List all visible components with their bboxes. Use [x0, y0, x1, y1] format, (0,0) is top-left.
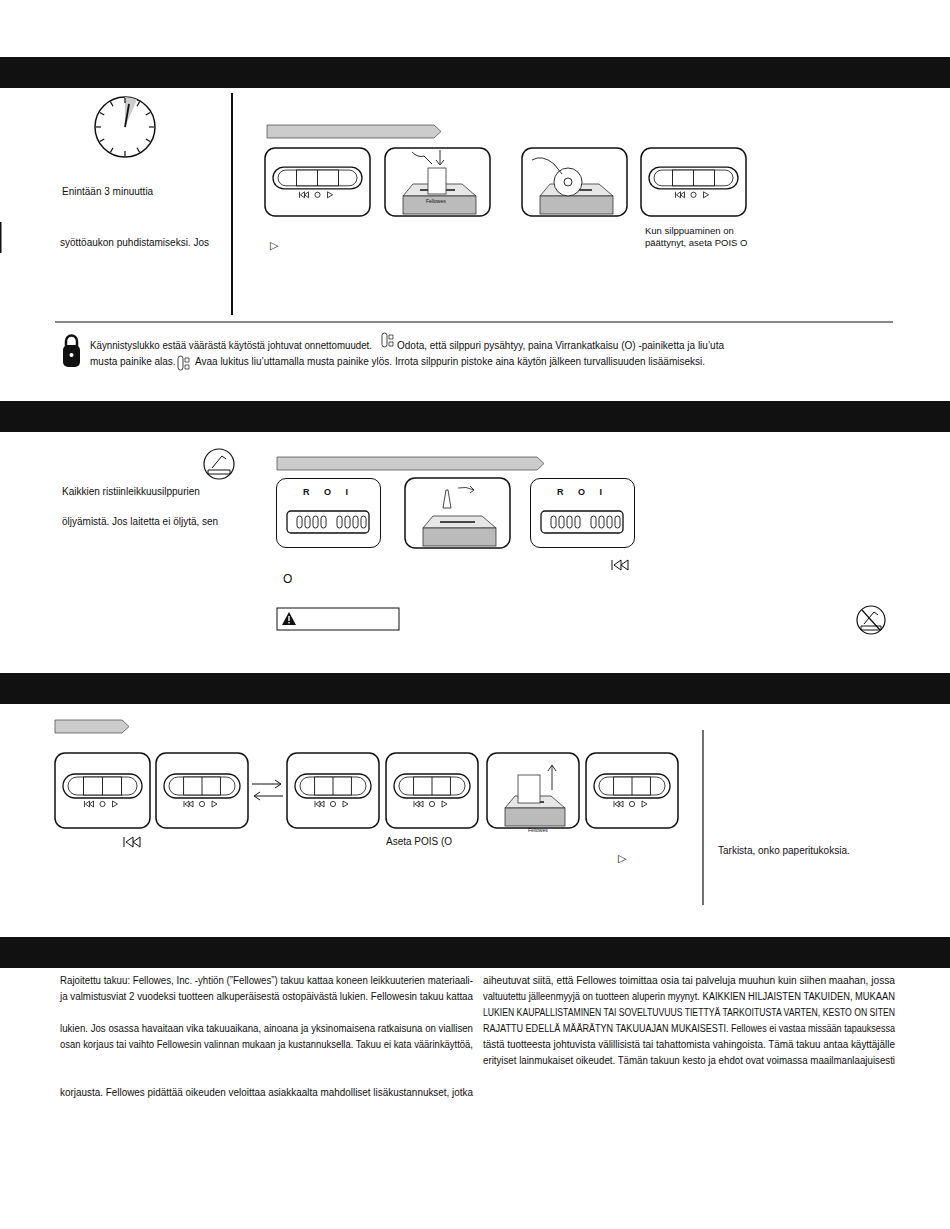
note-text: Kaikkien ristiinleikkuusilppurien	[62, 486, 200, 498]
note-text: Aseta POIS (O	[386, 836, 452, 848]
warranty-line: lukien. Jos osassa havaitaan vika takuua…	[60, 1023, 473, 1035]
warranty-line: RAJATTU EDELLÄ MÄÄRÄTYN TAKUUAJAN MUKAIS…	[483, 1023, 895, 1035]
warranty-line: tästä tuotteesta johtuvista välillisistä…	[483, 1039, 895, 1051]
note-text: ▷	[618, 852, 626, 864]
note-text: Odota, että silppuri pysähtyy, paina Vir…	[397, 340, 724, 352]
note-text: öljyämistä. Jos laitetta ei öljytä, sen	[62, 516, 218, 528]
warranty-line: erityiset lainmukaiset oikeudet. Tämän t…	[483, 1055, 895, 1067]
note-text: Avaa lukitus liu’uttamalla musta painike…	[195, 356, 705, 368]
note-text: O	[283, 573, 292, 585]
warranty-line: osan korjaus tai vaihto Fellowesin valin…	[60, 1039, 473, 1051]
switch-panel: R O I	[276, 478, 381, 548]
note-text: ▷	[270, 239, 278, 251]
warranty-line: valtuutettu jälleenmyyjä on tuotteen alu…	[483, 991, 895, 1003]
note-text: Fellowes	[528, 824, 548, 836]
warranty-line: ja valmistusviat 2 vuodeksi tuotteen alk…	[60, 991, 473, 1003]
note-text: Enintään 3 minuuttia	[62, 186, 153, 198]
note-text: Kun silppuaminen on päättynyt, aseta POI…	[645, 225, 757, 249]
warranty-line: LUKIEN KAUPALLISTAMINEN TAI SOVELTUVUUS …	[483, 1007, 895, 1019]
warranty-line: aiheutuvat siitä, että Fellowes toimitta…	[483, 975, 895, 987]
note-text: Fellowes	[426, 195, 446, 207]
note-text: Käynnistyslukko estää väärästä käytöstä …	[90, 340, 372, 352]
switch-label: R O I	[277, 487, 380, 497]
note-text: musta painike alas.	[90, 356, 176, 368]
warranty-line: korjausta. Fellowes pidättää oikeuden ve…	[60, 1087, 473, 1099]
note-text: Tarkista, onko paperitukoksia.	[718, 845, 850, 857]
note-text: syöttöaukon puhdistamiseksi. Jos	[60, 237, 209, 249]
switch-label: R O I	[531, 487, 634, 497]
warranty-line: Rajoitettu takuu: Fellowes, Inc. -yhtiön…	[60, 975, 473, 987]
switch-panel: R O I	[530, 478, 635, 548]
